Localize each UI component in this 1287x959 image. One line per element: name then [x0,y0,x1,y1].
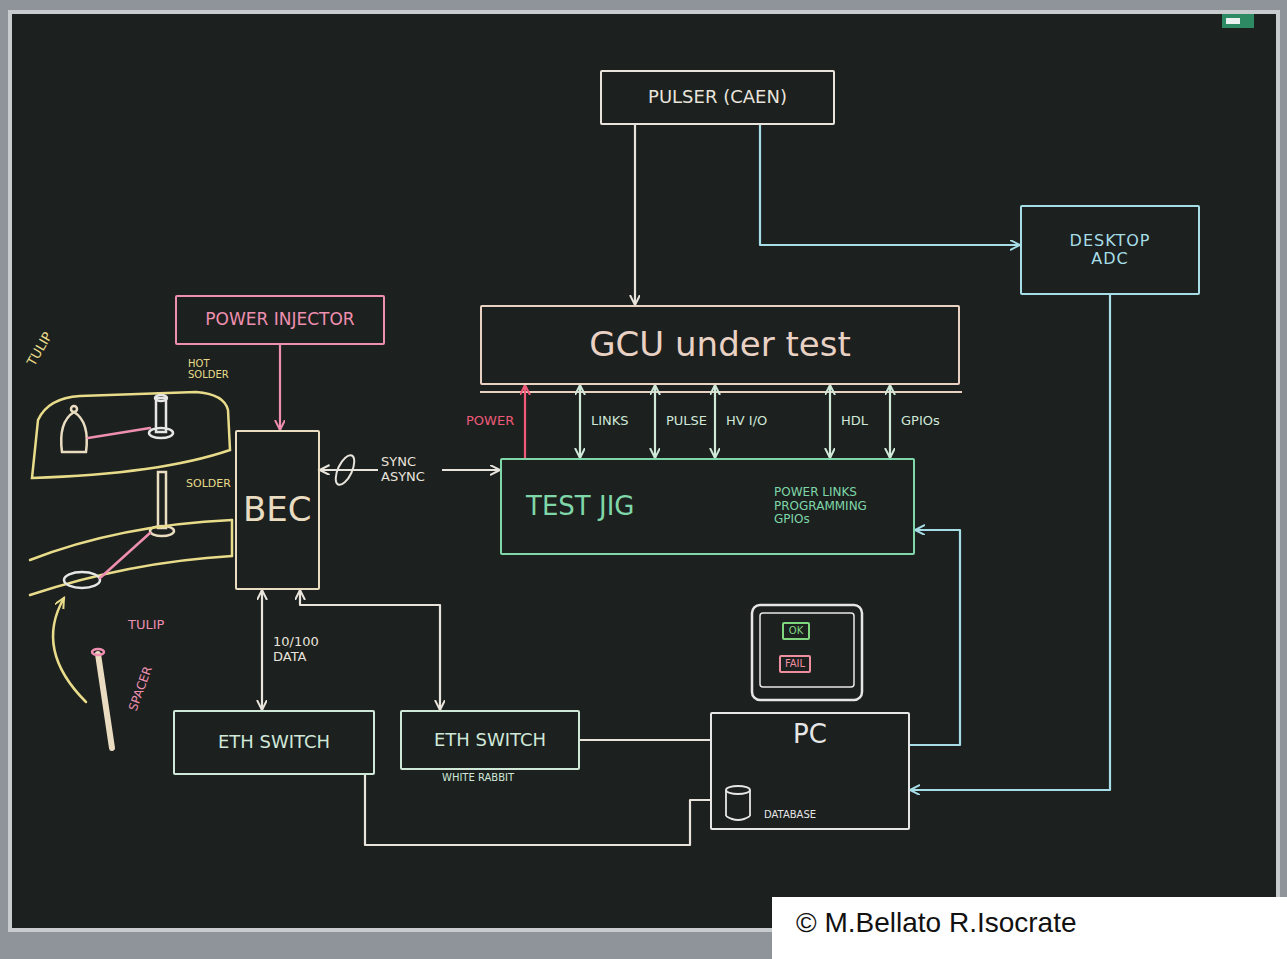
test-jig-box: TEST JIG POWER LINKS PROGRAMMING GPIOs [500,458,915,555]
box-note: DATABASE [764,809,816,821]
monitor-screen [760,613,854,687]
connector [579,385,581,458]
connector [524,385,526,458]
database-cylinder [726,786,750,820]
box-title: GCU under test [589,325,850,364]
box-note: POWER LINKS PROGRAMMING GPIOs [774,486,899,527]
switch-box: ETH SWITCHWHITE RABBIT [400,710,580,770]
status-button: OK [782,622,810,640]
copyright-note: © M.Bellato R.Isocrate [772,897,1287,959]
switch-box: ETH SWITCH [173,710,375,775]
box-title: BEC [243,490,312,529]
box-title: ETH SWITCH [218,732,330,753]
instrument-box: DESKTOP ADC [1020,205,1200,295]
signal-label: HDL [838,413,871,430]
part-label: HOT SOLDER [188,358,234,380]
box-note: WHITE RABBIT [442,772,514,784]
connector [829,385,831,458]
box-title: PC [793,720,827,750]
connector [634,125,636,305]
monitor-frame [752,605,862,700]
part-label: TULIP [128,618,164,633]
signal-label: 10/100 DATA [270,634,334,666]
part-label: SOLDER [186,478,231,491]
box-title: OK [789,625,803,637]
connector [654,385,656,458]
signal-label: SYNC ASYNC [378,454,442,486]
connector [261,590,263,710]
connector [714,385,716,458]
part-label: TULIP [25,330,56,369]
connector [910,295,1110,790]
controller-box: BEC [235,430,320,590]
connector [889,385,891,458]
box-title: TEST JIG [526,492,634,522]
box-title: DESKTOP ADC [1060,232,1160,269]
device-box: GCU under test [480,305,960,385]
connector [365,775,710,845]
blackboard [10,12,1278,930]
signal-label: POWER [463,413,517,430]
computer-box: PC DATABASE [710,712,910,830]
box-title: PULSER (CAEN) [648,87,787,108]
box-title: ETH SWITCH [434,730,546,751]
signal-label: LINKS [588,413,632,430]
connector [760,125,1020,245]
signal-label: GPIOs [898,413,943,430]
tulip-illustration [30,392,232,748]
sticker [1222,14,1254,28]
connector [580,739,710,741]
box-title: FAIL [785,658,805,670]
box-title: POWER INJECTOR [205,310,354,330]
connector [910,530,960,745]
connector [279,345,281,430]
signal-label: PULSE [663,413,710,430]
part-label: SPACER [127,665,156,713]
power-box: POWER INJECTOR [175,295,385,345]
signal-label: HV I/O [723,413,770,430]
sticker-mark [1226,18,1240,24]
status-button: FAIL [779,655,811,673]
instrument-box: PULSER (CAEN) [600,70,835,125]
